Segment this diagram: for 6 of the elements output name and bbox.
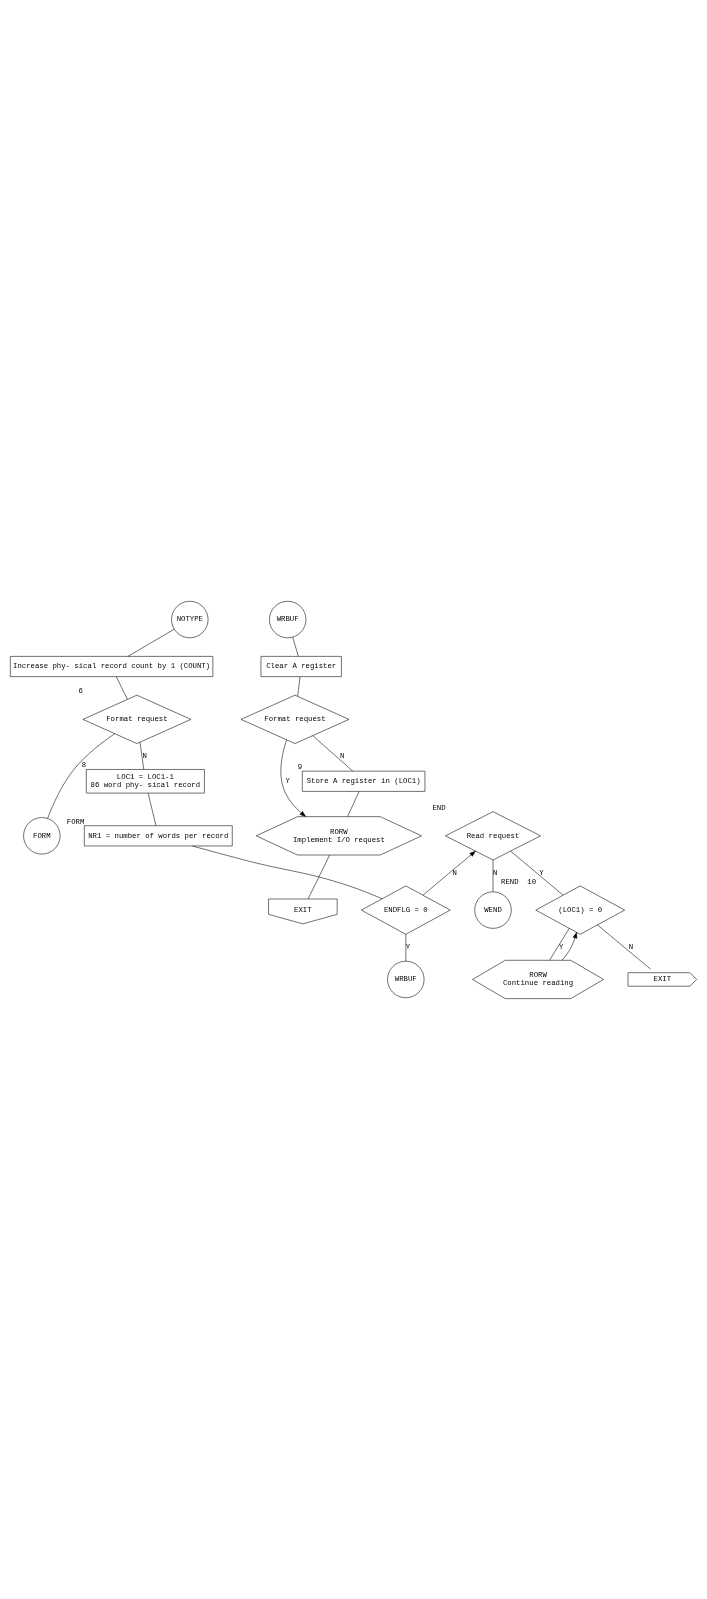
connector bbox=[307, 854, 330, 899]
arrow bbox=[280, 739, 306, 817]
arrow bbox=[561, 931, 578, 960]
connector bbox=[47, 732, 115, 819]
arrow bbox=[422, 850, 476, 895]
connector bbox=[192, 845, 383, 899]
